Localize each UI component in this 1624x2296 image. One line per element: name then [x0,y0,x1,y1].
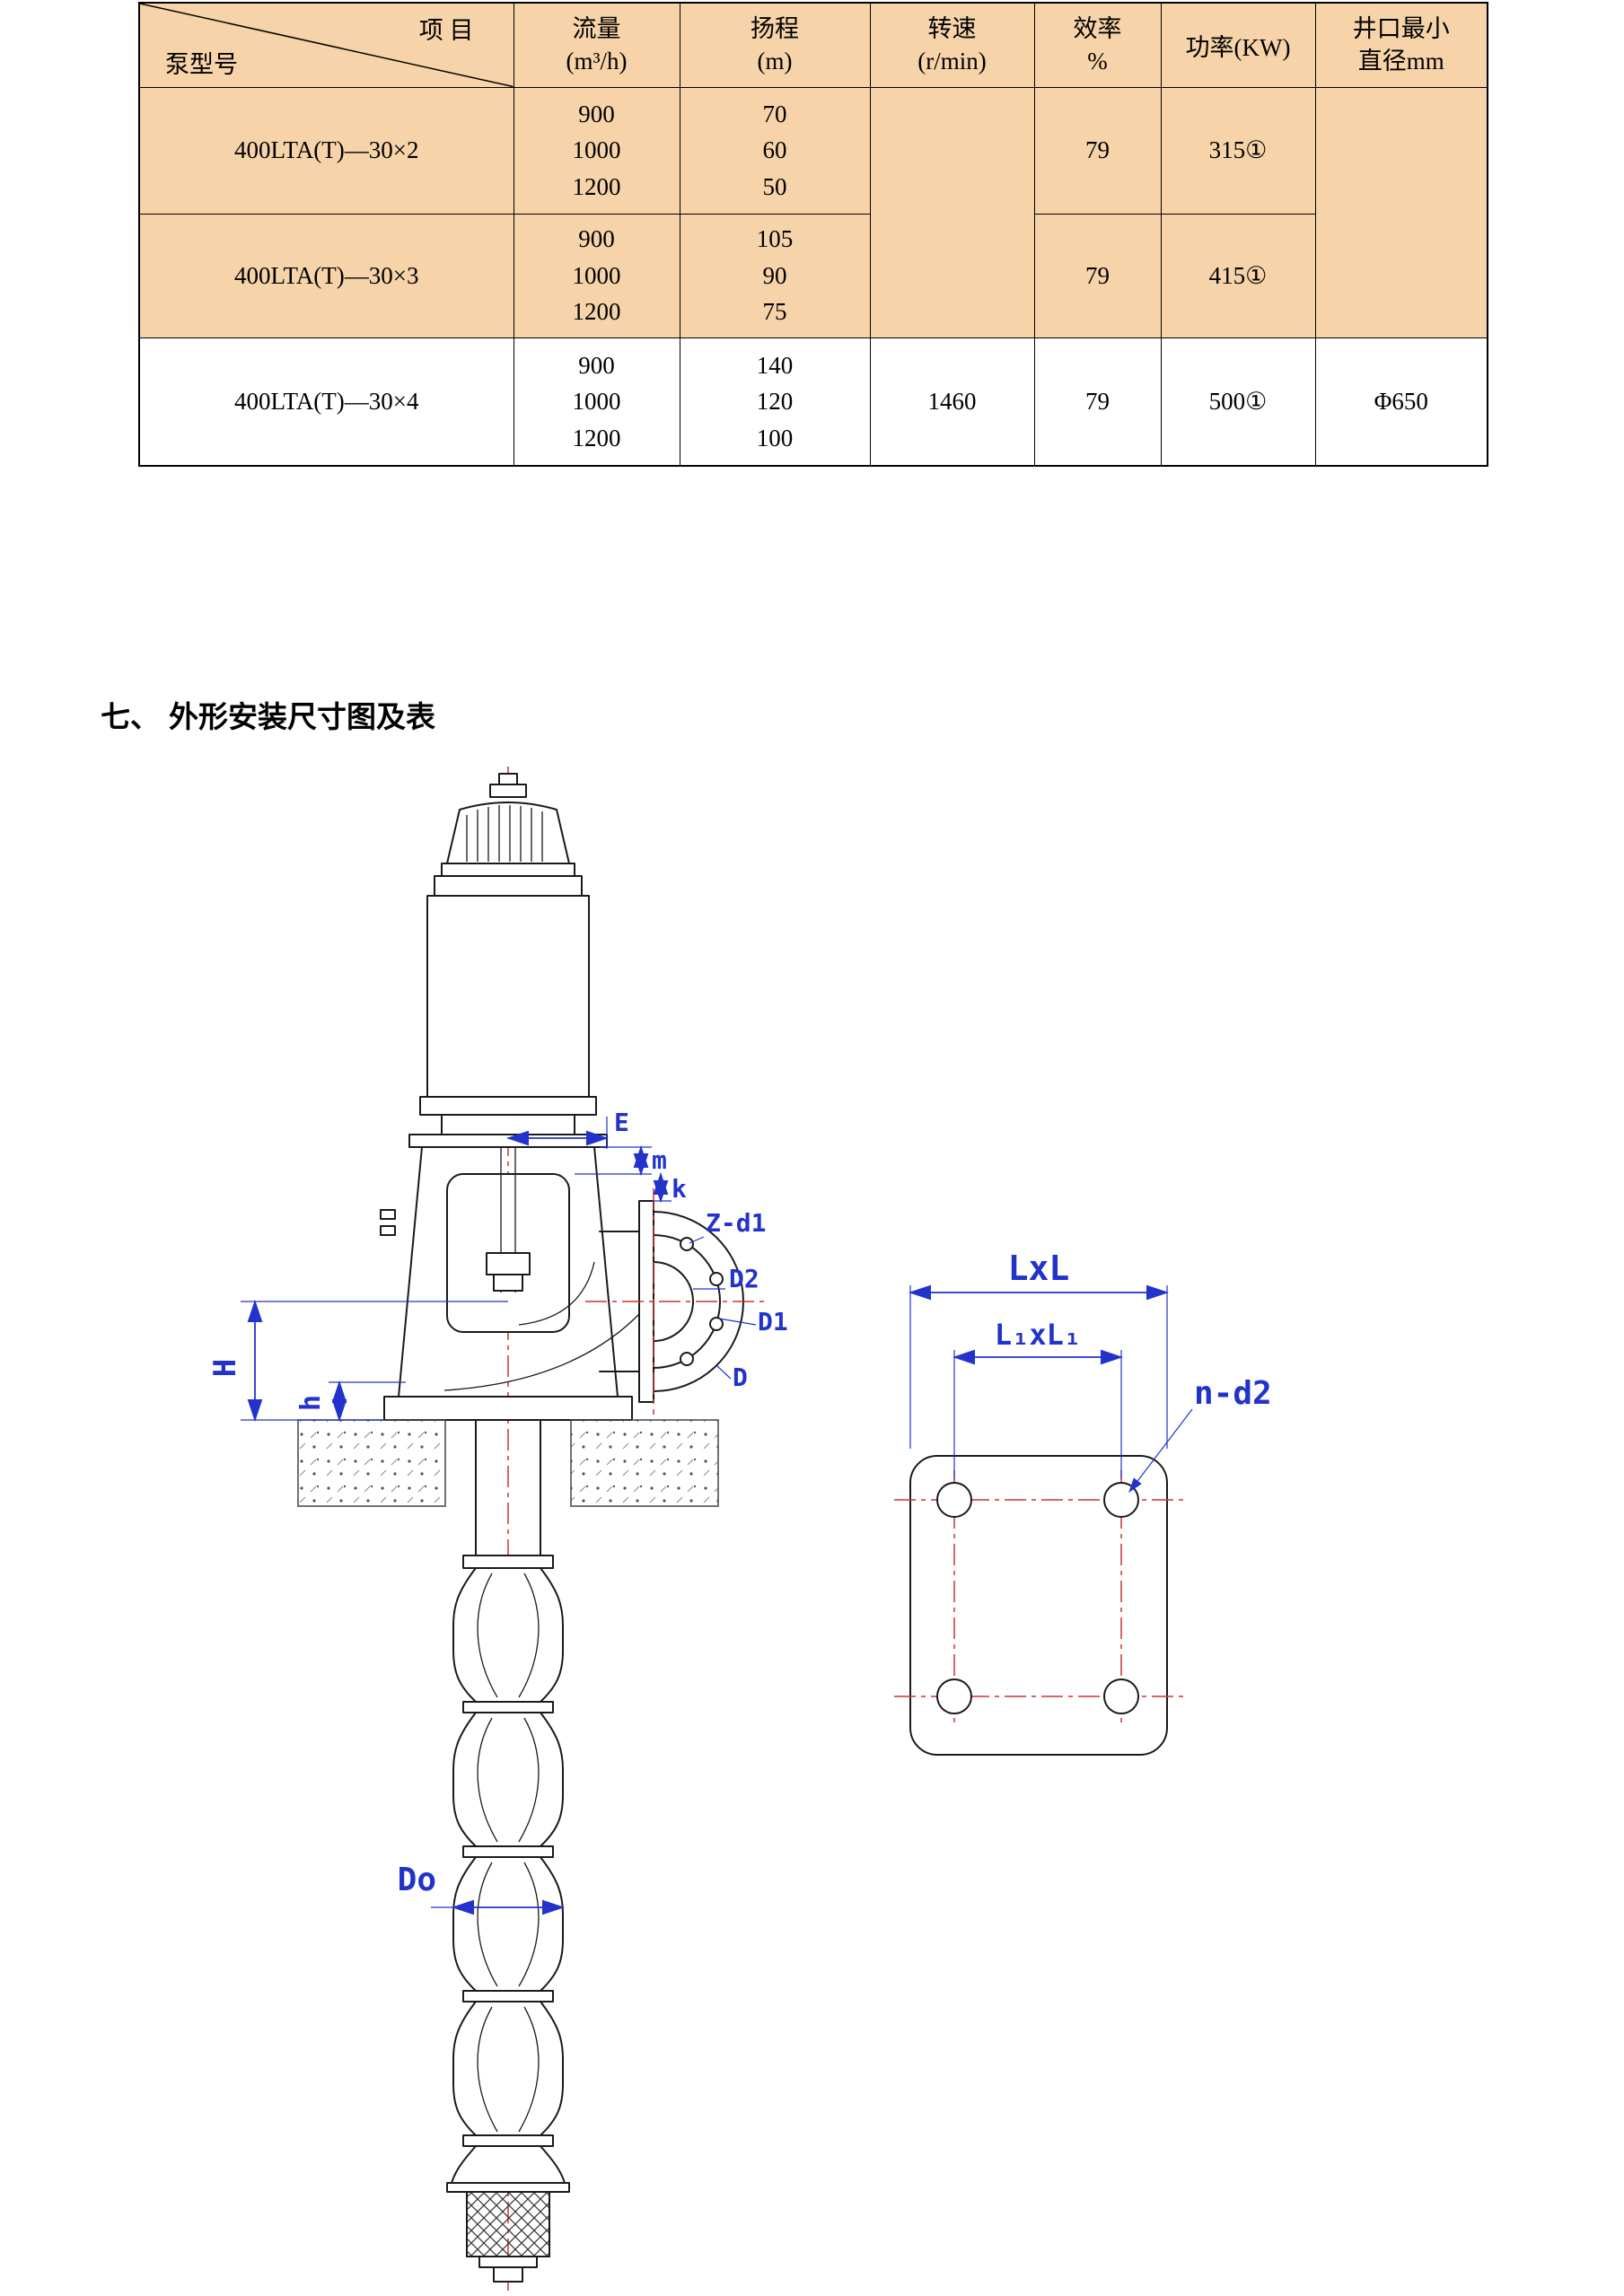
dim-label-l1xl1: L₁xL₁ [995,1318,1081,1352]
col-header-efficiency: 效率 % [1033,2,1162,88]
corner-label-item: 项 目 [418,17,474,44]
cell-model: 400LTA(T)—30×4 [138,337,514,467]
header-line: (m³/h) [566,48,628,75]
section-title: 外形安装尺寸图及表 [169,700,435,733]
cell-efficiency: 79 [1033,213,1162,338]
cell-head: 140 120 100 [679,337,871,467]
dim-label-z-d1: Z-d1 [706,1208,766,1238]
plan-dimensions: LxL L₁xL₁ n-d2 [908,1249,1272,1494]
discharge-flange [585,1188,765,1415]
discharge-head [380,1146,644,1398]
head-value: 70 [762,100,787,127]
foundation-blocks [297,1419,719,1507]
flow-value: 1000 [572,388,621,415]
flow-value: 1200 [572,424,621,451]
mounting-plate-outline [909,1455,1168,1756]
suction-strainer [466,2191,550,2257]
cell-speed: 1460 [869,337,1035,467]
flow-value: 1000 [572,261,621,289]
cell-speed-merged [869,86,1035,338]
header-line: 井口最小 [1352,14,1450,42]
head-value: 90 [762,261,787,289]
cell-power: 500① [1160,337,1316,467]
head-value: 105 [756,225,794,253]
flange-plan-view: LxL L₁xL₁ n-d2 [894,1249,1272,1756]
dim-label-d1: D1 [758,1307,788,1336]
column-and-bowls [446,1419,570,2283]
dim-label-m: m [652,1145,667,1175]
cell-flow: 900 1000 1200 [513,213,680,338]
section-number: 七、 [101,700,160,733]
flow-value: 900 [578,351,615,379]
col-header-flow: 流量 (m³/h) [513,2,680,88]
col-header-well-diameter: 井口最小 直径mm [1314,2,1488,88]
flow-value: 1200 [572,172,621,200]
dim-label-do: Do [398,1862,436,1898]
head-value: 60 [762,136,787,164]
motor-fan-cover [441,773,575,877]
dim-label-d2: D2 [729,1264,759,1293]
cell-power: 315① [1160,86,1316,215]
base-plate [383,1396,633,1421]
cell-flow: 900 1000 1200 [513,337,680,467]
cell-well: Φ650 [1314,337,1488,467]
flow-value: 1200 [572,298,621,326]
cell-well-merged [1314,86,1488,338]
head-value: 140 [756,351,794,379]
cell-efficiency: 79 [1033,337,1162,467]
cell-efficiency: 79 [1033,86,1162,215]
header-line: (m) [757,48,793,75]
pump-elevation-view: E m k Z-d1 D2 D1 D H [207,767,788,2291]
header-line: 扬程 [751,14,799,42]
section-heading: 七、外形安装尺寸图及表 [101,693,435,736]
header-line: % [1087,48,1108,75]
head-value: 120 [756,388,794,415]
dim-label-k: k [672,1174,687,1204]
corner-header-cell: 项 目 泵型号 [138,2,514,88]
col-header-power: 功率(KW) [1160,2,1316,88]
header-line: 效率 [1073,14,1122,42]
cell-head: 70 60 50 [679,86,871,215]
header-line: 功率(KW) [1185,33,1291,61]
col-header-speed: 转速 (r/min) [869,2,1035,88]
motor-body [408,875,608,1148]
dim-label-e: E [614,1108,629,1137]
col-header-head: 扬程 (m) [679,2,871,88]
head-value: 50 [762,172,787,200]
cell-model: 400LTA(T)—30×2 [138,86,514,215]
flow-value: 900 [578,100,615,127]
pump-performance-table: 项 目 泵型号 流量 (m³/h) 扬程 (m) 转速 (r/min) 效率 %… [138,2,1488,467]
flow-value: 900 [578,225,615,253]
elevation-dimensions: E m k Z-d1 D2 D1 D H [207,1108,788,1915]
head-value: 75 [762,298,787,326]
bolt-holes [936,1482,1139,1714]
cell-head: 105 90 75 [679,213,871,338]
header-line: 流量 [572,14,621,42]
header-line: 直径mm [1357,48,1444,75]
dim-label-h-upper: H [207,1359,243,1377]
dim-label-d: D [733,1363,748,1392]
dim-label-h-lower: h [295,1395,327,1411]
corner-label-model: 泵型号 [165,50,238,78]
header-line: (r/min) [917,48,987,75]
cell-model: 400LTA(T)—30×3 [138,213,514,338]
flow-value: 1000 [572,136,621,164]
dim-label-lxl: LxL [1008,1249,1070,1288]
dim-label-n-d2: n-d2 [1194,1375,1272,1412]
cell-power: 415① [1160,213,1316,338]
pump-dimension-drawing: E m k Z-d1 D2 D1 D H [207,767,1272,2291]
cell-flow: 900 1000 1200 [513,86,680,215]
head-value: 100 [756,424,794,451]
header-line: 转速 [927,14,977,42]
diagonal-divider [140,4,514,87]
